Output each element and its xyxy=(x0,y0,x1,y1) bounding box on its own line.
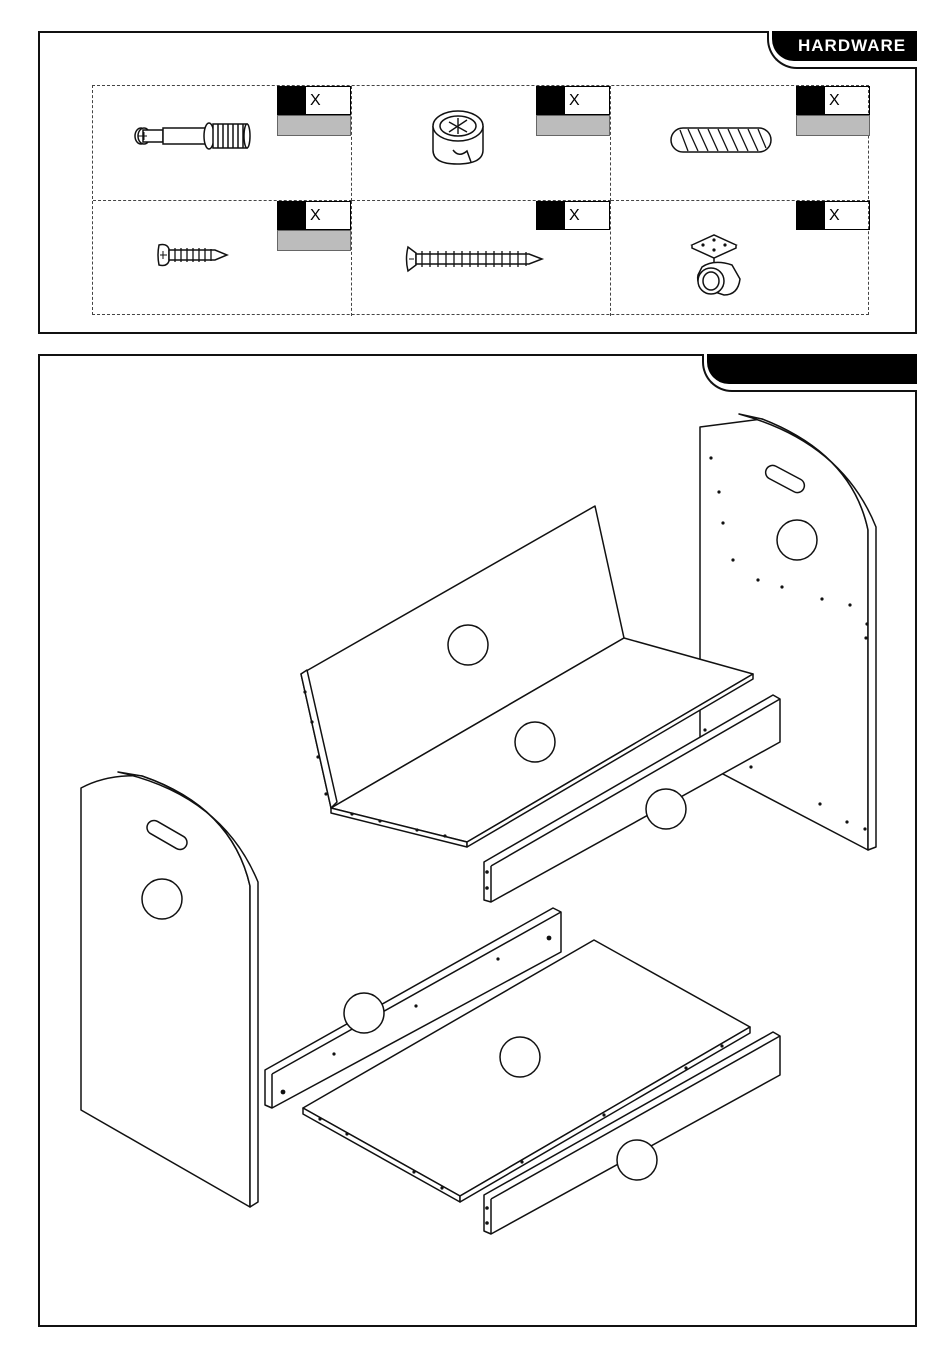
hardware-cell-cam-lock: X xyxy=(352,86,611,201)
hardware-panel: HARDWARE X xyxy=(38,31,917,334)
qty-input-area xyxy=(277,230,351,251)
hardware-cell-caster: X xyxy=(611,201,870,316)
wooden-dowel-icon xyxy=(666,124,781,156)
qty-input-area xyxy=(796,115,870,136)
qty-label: X xyxy=(564,86,610,115)
quantity-box: X xyxy=(277,201,351,251)
cam-bolt-icon xyxy=(133,116,258,161)
caster-wheel-icon xyxy=(686,229,761,301)
cam-lock-icon xyxy=(427,104,497,169)
quantity-box: X xyxy=(796,201,870,251)
assembly-panel xyxy=(38,354,917,1327)
hardware-cell-long-screw: X xyxy=(352,201,611,316)
qty-input-area xyxy=(536,115,610,136)
qty-label: X xyxy=(305,86,351,115)
long-screw-icon xyxy=(404,243,549,275)
qty-label: X xyxy=(564,201,610,230)
quantity-box: X xyxy=(536,86,610,136)
hardware-cell-short-screw: X xyxy=(93,201,352,316)
hardware-tab-title: HARDWARE xyxy=(772,31,917,61)
hardware-cell-dowel: X xyxy=(611,86,870,201)
quantity-box: X xyxy=(277,86,351,136)
quantity-box: X xyxy=(796,86,870,136)
hardware-grid: X X xyxy=(92,85,869,315)
qty-label: X xyxy=(824,201,870,230)
part-label-circle-right-side xyxy=(777,520,817,560)
hardware-cell-cam-bolt: X xyxy=(93,86,352,201)
qty-label: X xyxy=(305,201,351,230)
qty-input-area xyxy=(277,115,351,136)
right-side-panel xyxy=(700,414,876,850)
exploded-assembly-diagram xyxy=(40,356,915,1325)
left-side-panel xyxy=(81,772,258,1207)
bottom-panel xyxy=(303,940,750,1202)
qty-label: X xyxy=(824,86,870,115)
short-screw-icon xyxy=(155,239,235,271)
